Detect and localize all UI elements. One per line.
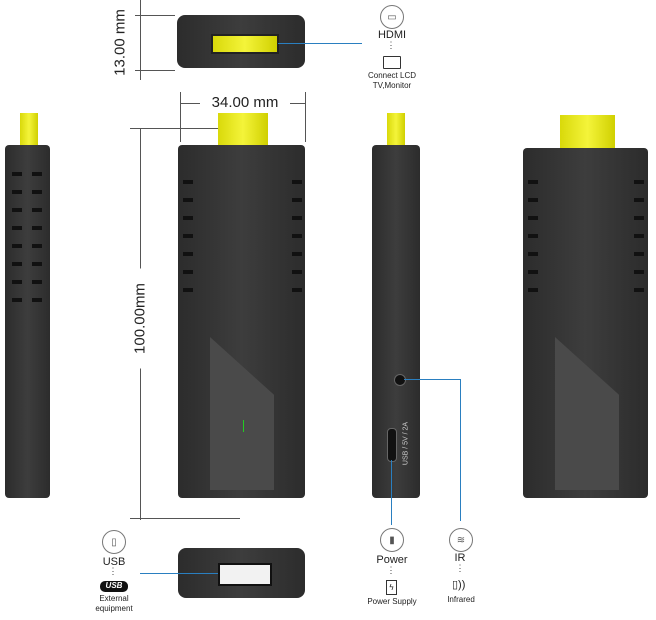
vents	[528, 180, 538, 300]
usb-port	[218, 563, 272, 586]
hdmi-label: HDMI	[377, 29, 407, 41]
usb-callout-line	[140, 573, 218, 574]
dots: ⋮	[386, 40, 396, 50]
dots: ⋮	[386, 565, 396, 575]
vents	[634, 180, 644, 300]
vents	[292, 180, 302, 300]
power-plug-icon: ▮	[380, 528, 404, 552]
dim-line	[140, 0, 141, 80]
hdmi-connector	[218, 113, 268, 149]
hdmi-connector	[387, 113, 405, 147]
dim-line	[130, 518, 240, 519]
dim-line	[135, 70, 175, 71]
hdmi-connector	[20, 113, 38, 147]
hdmi-callout-line	[278, 43, 362, 44]
power-label: Power	[376, 554, 408, 566]
dim-line	[135, 15, 175, 16]
ir-callout-line	[460, 379, 461, 521]
hdmi-connector	[560, 115, 615, 151]
vents	[12, 172, 22, 312]
monitor-icon	[383, 56, 401, 69]
hdmi-icon: ▭	[380, 5, 404, 29]
usb-c-port	[387, 428, 397, 462]
battery-icon: ϟ	[386, 580, 397, 595]
ir-port	[394, 374, 406, 386]
dim-line	[130, 128, 220, 129]
led-indicator	[243, 420, 244, 432]
usb-label: USB	[102, 556, 126, 568]
ir-sensor-icon: ≋	[449, 528, 473, 552]
ir-label: IR	[454, 552, 466, 564]
dim-line	[305, 92, 306, 142]
vents	[32, 172, 42, 312]
usb-logo: USB	[100, 581, 128, 592]
length-dimension: 100.00mm	[131, 268, 149, 369]
ir-desc: Infrared	[447, 595, 475, 604]
remote-infrared-icon: ▯))	[452, 579, 466, 591]
dots: ⋮	[108, 566, 118, 576]
usb-desc: External equipment	[95, 594, 133, 613]
width-dimension: 34.00 mm	[200, 94, 290, 111]
power-desc: Power Supply	[367, 597, 417, 606]
ir-callout-line	[404, 379, 461, 380]
power-callout-line	[391, 460, 392, 525]
dim-line	[180, 92, 181, 142]
vents	[183, 180, 193, 300]
hdmi-port	[211, 34, 279, 54]
hdmi-desc: Connect LCD TV,Monitor	[367, 71, 417, 90]
port-label: USB / 5V / 2A	[402, 421, 410, 466]
dots: ⋮	[455, 563, 465, 573]
usb-icon: ▯	[102, 530, 126, 554]
height-dimension: 13.00 mm	[111, 9, 129, 76]
